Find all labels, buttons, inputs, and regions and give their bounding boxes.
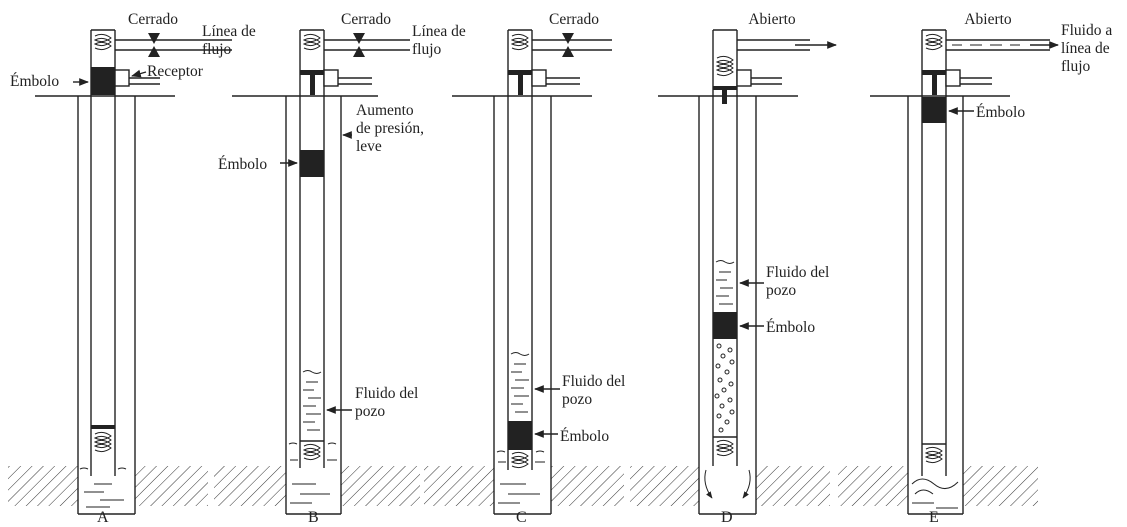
bottom-spring-a [93,431,112,453]
panel-b [214,29,420,515]
plunger-c [508,421,532,450]
label-line: flujo [1061,58,1091,75]
panel-caption-e: E [929,509,939,526]
plunger-label-e: Émbolo [976,104,1025,121]
valve-status-d: Abierto [748,11,796,28]
plunger-a [91,67,115,95]
plunger-label-d: Émbolo [766,319,815,336]
label-line: línea de [1061,40,1110,57]
valve-b [353,33,365,57]
panel-caption-d: D [721,509,733,526]
plunger-b [300,150,324,177]
valve-a [148,33,160,57]
label-line: Línea de [412,23,466,40]
panel-e [838,29,1059,515]
valve-status-e: Abierto [964,11,1012,28]
label-line: pozo [562,391,592,408]
panel-a [8,29,232,515]
label-line: flujo [202,41,232,58]
label-line: Aumento [356,102,414,119]
plunger-d [713,312,737,339]
label-line: flujo [412,41,442,58]
valve-status-b: Cerrado [341,11,391,28]
label-line: leve [356,138,382,155]
label-line: Línea de [202,23,256,40]
bumper-spring-top-a [93,33,112,51]
panel-c [424,29,624,515]
panel-caption-c: C [516,509,527,526]
valve-status-c: Cerrado [549,11,599,28]
panel-caption-a: A [97,509,109,526]
valve-status-a: Cerrado [128,11,178,28]
label-line: Fluido del [766,264,829,281]
gas-bubbles-d [714,343,735,433]
label-line: pozo [766,282,796,299]
plunger-label-c: Émbolo [560,428,609,445]
panel-d [630,29,837,515]
label-line: pozo [355,403,385,420]
label-line: Fluido del [355,385,418,402]
label-line: de presión, [356,120,424,137]
label-line: Fluido del [562,373,625,390]
receiver-a [114,69,130,87]
plunger-e [922,97,946,123]
panel-caption-b: B [308,509,319,526]
plunger-label-b: Émbolo [218,156,267,173]
receiver-label-a: Receptor [147,63,204,80]
plunger-label-a: Émbolo [10,73,59,90]
valve-c [562,33,574,57]
label-line: Fluido a [1061,22,1112,39]
